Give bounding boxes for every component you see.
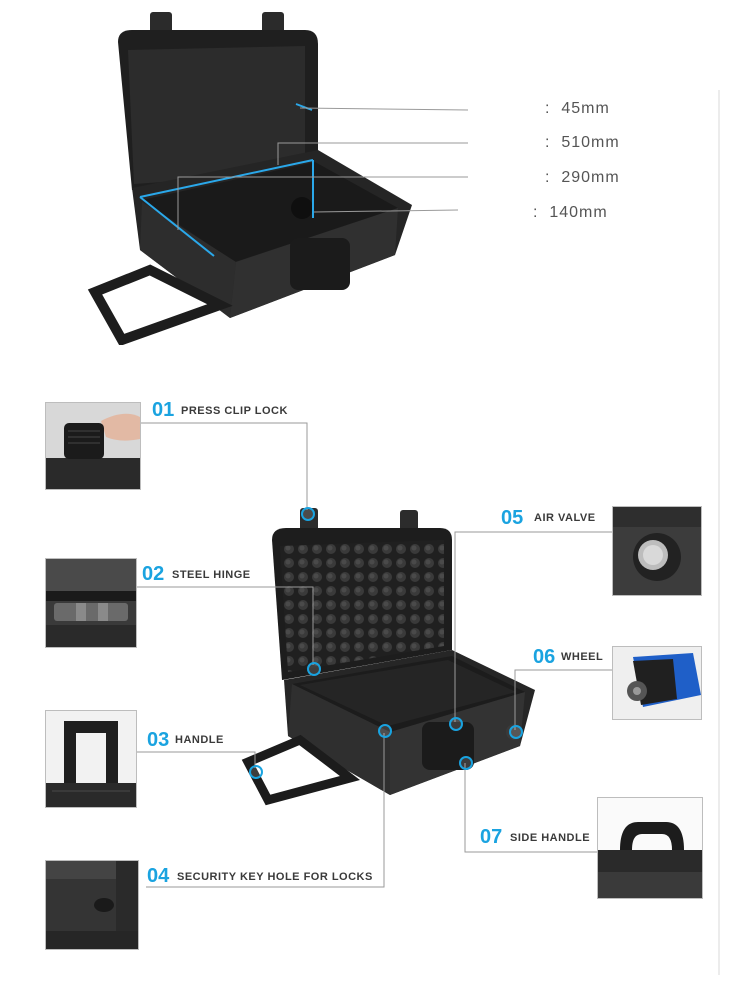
- hotspot-keyhole: [378, 724, 392, 738]
- feature-label: PRESS CLIP LOCK: [181, 405, 288, 417]
- case-features-illustration: [241, 508, 535, 806]
- hotspot-clip-lock: [301, 507, 315, 521]
- feature-number: 04: [147, 865, 170, 887]
- feature-label: HANDLE: [175, 734, 224, 746]
- feature-number: 02: [142, 563, 165, 585]
- feature-label: SECURITY KEY HOLE FOR LOCKS: [177, 871, 373, 883]
- dimension-label: : 45mm: [545, 100, 610, 117]
- side-handle-photo: [597, 797, 703, 899]
- wheel-photo: [612, 646, 702, 720]
- feature-number: 06: [533, 646, 556, 668]
- feature-number: 03: [147, 729, 170, 751]
- case-dimensions-illustration: [87, 12, 469, 345]
- keyhole-photo: [45, 860, 139, 950]
- hotspot-air-valve: [449, 717, 463, 731]
- feature-label: AIR VALVE: [534, 512, 596, 524]
- feature-label: SIDE HANDLE: [510, 832, 591, 844]
- hotspot-wheel: [509, 725, 523, 739]
- hotspot-handle: [249, 765, 263, 779]
- trolley-handle-photo: [45, 710, 137, 808]
- hinge-photo: [45, 558, 137, 648]
- feature-number: 01: [152, 399, 175, 421]
- hotspot-hinge: [307, 662, 321, 676]
- feature-number: 07: [480, 826, 503, 848]
- dimension-label: : 510mm: [545, 134, 620, 151]
- dimension-label: : 290mm: [545, 169, 620, 186]
- dimension-label: : 140mm: [533, 204, 608, 221]
- hotspot-side-handle: [459, 756, 473, 770]
- air-valve-photo: [612, 506, 702, 596]
- feature-number: 05: [501, 507, 524, 529]
- clip-lock-photo: [45, 402, 141, 490]
- page-divider: [718, 90, 720, 975]
- feature-label: WHEEL: [561, 651, 604, 663]
- feature-label: STEEL HINGE: [172, 569, 251, 581]
